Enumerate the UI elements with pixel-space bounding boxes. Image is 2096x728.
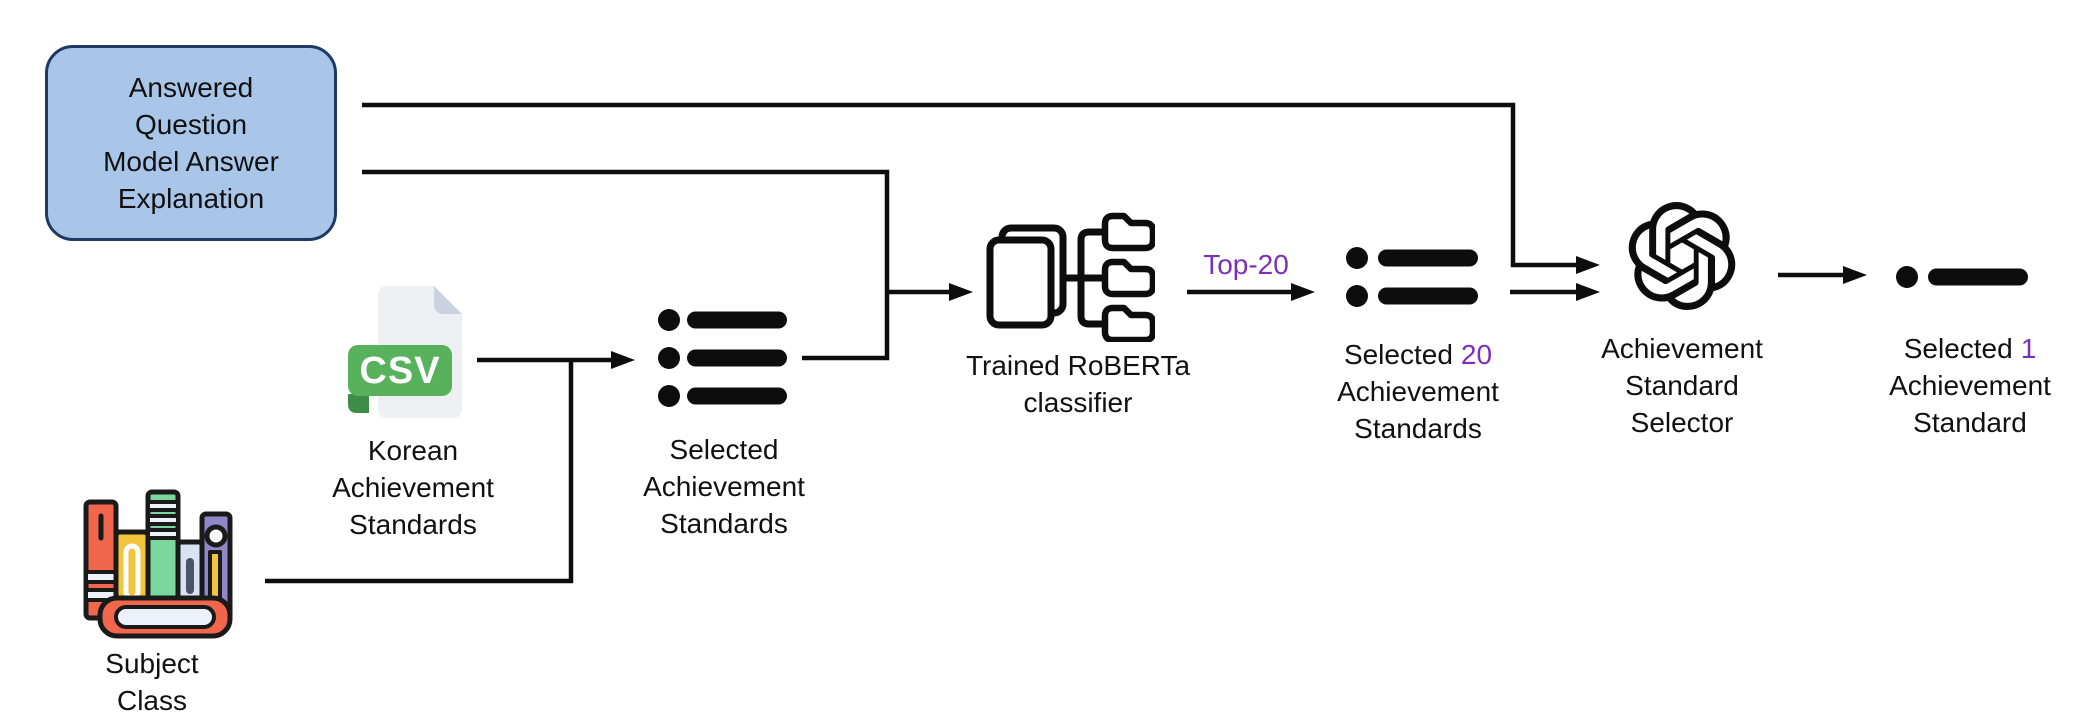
bullet-list-1-icon: [1896, 266, 2028, 288]
label-line: Achievement: [643, 471, 805, 502]
label-line: classifier: [1023, 387, 1133, 418]
label-line: Trained RoBERTa: [965, 350, 1191, 381]
top20-edge-label: Top-20: [1203, 249, 1289, 280]
korean-standards-label: Korean Achievement Standards: [283, 432, 543, 543]
input-box-line: Model Answer: [103, 146, 279, 177]
csv-file-icon: CSV: [348, 286, 462, 418]
label-line: Subject: [105, 648, 199, 679]
books-icon: [83, 489, 233, 639]
label-line: Achievement: [1601, 333, 1763, 364]
csv-badge-text: CSV: [359, 350, 440, 392]
classifier-label: Trained RoBERTa classifier: [938, 347, 1218, 421]
highlight-count: 20: [1460, 339, 1493, 370]
label-line: Selected: [669, 434, 779, 465]
input-box: Answered Question Model Answer Explanati…: [45, 45, 337, 241]
label-line: Standards: [349, 509, 477, 540]
bullet-list-3-icon: [658, 309, 787, 407]
label-line: Standard: [1625, 370, 1739, 401]
subject-class-label: Subject Class: [32, 645, 272, 719]
label-line: Standards: [1354, 413, 1482, 444]
input-box-line: Answered: [128, 72, 254, 103]
label-line: Achievement: [332, 472, 494, 503]
selected-standards-label: Selected Achievement Standards: [594, 431, 854, 542]
label-line: Standard: [1913, 407, 2027, 438]
bullet-list-2-icon: [1346, 247, 1478, 307]
documents-folders-classifier-icon: [986, 212, 1155, 342]
label-line: Achievement: [1337, 376, 1499, 407]
label-line: Class: [116, 685, 187, 716]
label-text: Selected: [1343, 339, 1453, 370]
label-line: Selector: [1630, 407, 1734, 438]
input-box-line: Question: [134, 109, 248, 140]
label-line: Standards: [660, 508, 788, 539]
label-line: Achievement: [1889, 370, 2051, 401]
highlight-count: 1: [2020, 333, 2037, 364]
openai-logo-icon: [1628, 202, 1736, 310]
input-box-line: Explanation: [117, 183, 265, 214]
label-text: Selected: [1903, 333, 2013, 364]
label-line: Korean: [367, 435, 459, 466]
selector-label: Achievement Standard Selector: [1552, 330, 1812, 441]
